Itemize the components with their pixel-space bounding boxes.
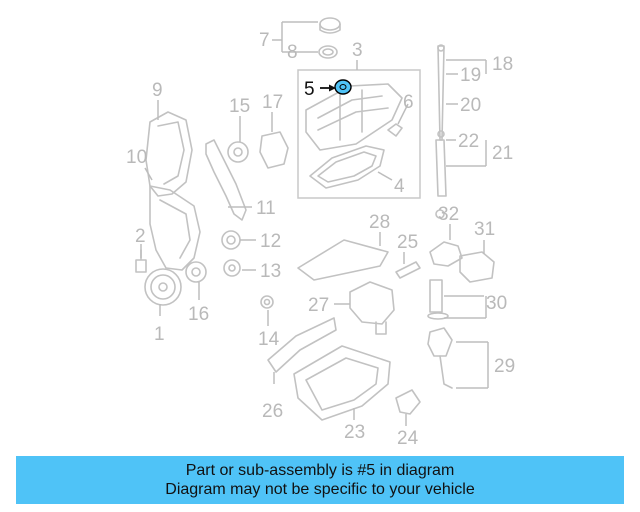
gasket-25 xyxy=(395,261,421,279)
drain-plug xyxy=(395,389,421,415)
oil-pan-gasket xyxy=(267,317,337,373)
callout-5-arrowhead xyxy=(329,84,336,92)
oil-cooler xyxy=(429,241,463,267)
lower-timing-cover xyxy=(149,185,201,271)
callout-19: 19 xyxy=(460,65,481,86)
callout-5: 5 xyxy=(304,79,315,100)
callout-15: 15 xyxy=(229,96,250,117)
seal xyxy=(260,295,274,309)
pulley-12 xyxy=(221,230,241,250)
crankshaft-pulley xyxy=(144,268,182,306)
oil-pump xyxy=(349,281,395,325)
callout-23: 23 xyxy=(344,422,365,443)
pulley-13 xyxy=(223,259,241,277)
cap-seal xyxy=(318,45,338,59)
callout-9: 9 xyxy=(152,80,163,101)
tensioner xyxy=(259,131,289,169)
callout-21: 21 xyxy=(492,143,513,164)
part-5-seal xyxy=(334,79,352,95)
callout-20: 20 xyxy=(460,95,481,116)
oil-filter-housing xyxy=(459,251,495,283)
callout-10: 10 xyxy=(126,147,147,168)
callout-3: 3 xyxy=(352,40,363,61)
valve-cover-gasket xyxy=(309,145,385,189)
callout-1: 1 xyxy=(154,324,165,345)
idler-pulley xyxy=(227,141,249,163)
callout-27: 27 xyxy=(308,295,329,316)
callout-29: 29 xyxy=(494,356,515,377)
callout-12: 12 xyxy=(260,231,281,252)
valve-cover xyxy=(305,83,403,151)
callout-7: 7 xyxy=(259,30,270,51)
callout-8: 8 xyxy=(287,42,298,63)
callout-24: 24 xyxy=(397,428,419,449)
gasket-6 xyxy=(387,123,403,137)
banner-line-1: Part or sub-assembly is #5 in diagram xyxy=(185,462,455,479)
banner-line-2: Diagram may not be specific to your vehi… xyxy=(165,481,475,498)
callout-25: 25 xyxy=(397,232,418,253)
callout-30: 30 xyxy=(486,293,507,314)
dipstick-tube xyxy=(435,139,447,197)
oil-pan xyxy=(293,345,391,421)
callout-4: 4 xyxy=(394,176,405,197)
callout-16: 16 xyxy=(188,304,209,325)
oil-pressure-switch xyxy=(427,327,453,357)
timing-belt xyxy=(205,139,247,221)
oil-baffle xyxy=(297,239,389,281)
callout-26: 26 xyxy=(262,401,283,422)
callout-13: 13 xyxy=(260,261,281,282)
callout-17: 17 xyxy=(262,92,283,113)
callout-2: 2 xyxy=(135,226,146,247)
callout-31: 31 xyxy=(474,219,495,240)
callout-6: 6 xyxy=(403,92,414,113)
oil-filler-cap xyxy=(319,17,341,34)
callout-32: 32 xyxy=(438,204,459,225)
oil-filter xyxy=(429,279,443,313)
callout-28: 28 xyxy=(369,212,390,233)
valve-cover-group-box xyxy=(297,69,421,199)
callout-22: 22 xyxy=(458,131,479,152)
dipstick xyxy=(437,45,445,141)
callout-18: 18 xyxy=(492,54,513,75)
info-banner: Part or sub-assembly is #5 in diagram Di… xyxy=(16,456,624,504)
sprocket xyxy=(185,261,207,283)
callout-11: 11 xyxy=(256,198,276,219)
callout-14: 14 xyxy=(258,329,280,350)
leader-lines xyxy=(140,21,489,426)
